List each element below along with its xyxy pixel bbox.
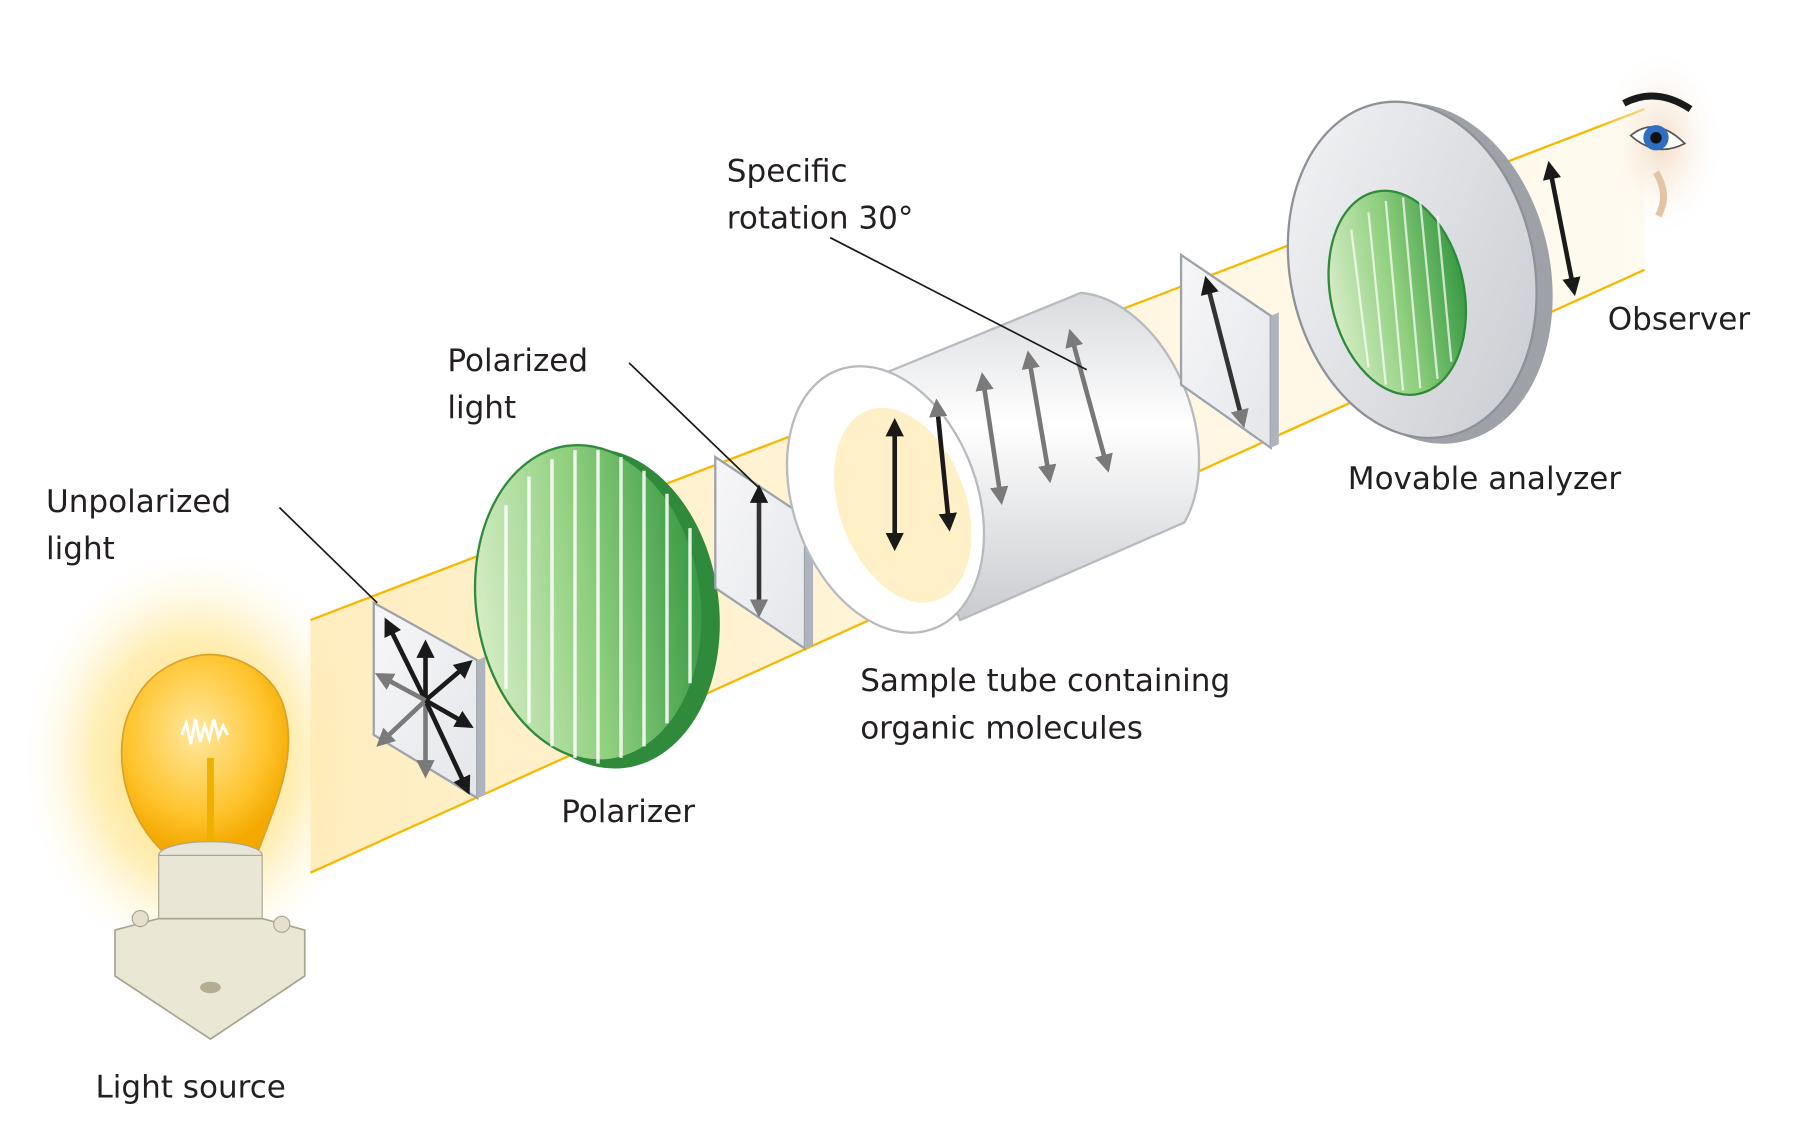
label-polarizer: Polarizer — [561, 794, 695, 830]
leader-lines — [278, 236, 1088, 604]
polarized-leader-line — [628, 362, 762, 491]
label-polarized-light: Polarized light — [447, 343, 598, 426]
movable-analyzer — [1286, 100, 1553, 444]
label-light-source: Light source — [95, 1070, 285, 1106]
multi-direction-arrows-icon — [374, 617, 474, 795]
label-observer: Observer — [1608, 302, 1751, 338]
polarizer-disc — [473, 443, 720, 769]
rotation-arrow-4-icon — [1021, 350, 1057, 484]
light-source-bulb — [114, 653, 306, 1041]
rotation-arrow-5-icon — [1065, 328, 1113, 473]
unpolarized-leader-line — [278, 506, 378, 604]
polarized-light-plate — [714, 454, 814, 651]
rotation-leader-line — [829, 236, 1088, 371]
label-sample-tube: Sample tube containing organic molecules — [860, 663, 1240, 746]
unpolarized-filter-plate — [372, 600, 486, 801]
analyzer-output-arrow-icon — [1542, 160, 1581, 297]
observer-eye-icon — [1598, 45, 1725, 242]
label-movable-analyzer: Movable analyzer — [1348, 461, 1622, 497]
rotated-light-plate — [1179, 252, 1279, 451]
sample-tube — [785, 291, 1201, 634]
label-specific-rotation: Specific rotation 30° — [727, 153, 914, 236]
tilted-polarization-arrow-icon — [1200, 275, 1249, 428]
label-unpolarized-light: Unpolarized light — [46, 484, 241, 567]
rotation-arrow-3-icon — [975, 372, 1009, 506]
rotation-arrow-2-icon — [929, 398, 957, 532]
